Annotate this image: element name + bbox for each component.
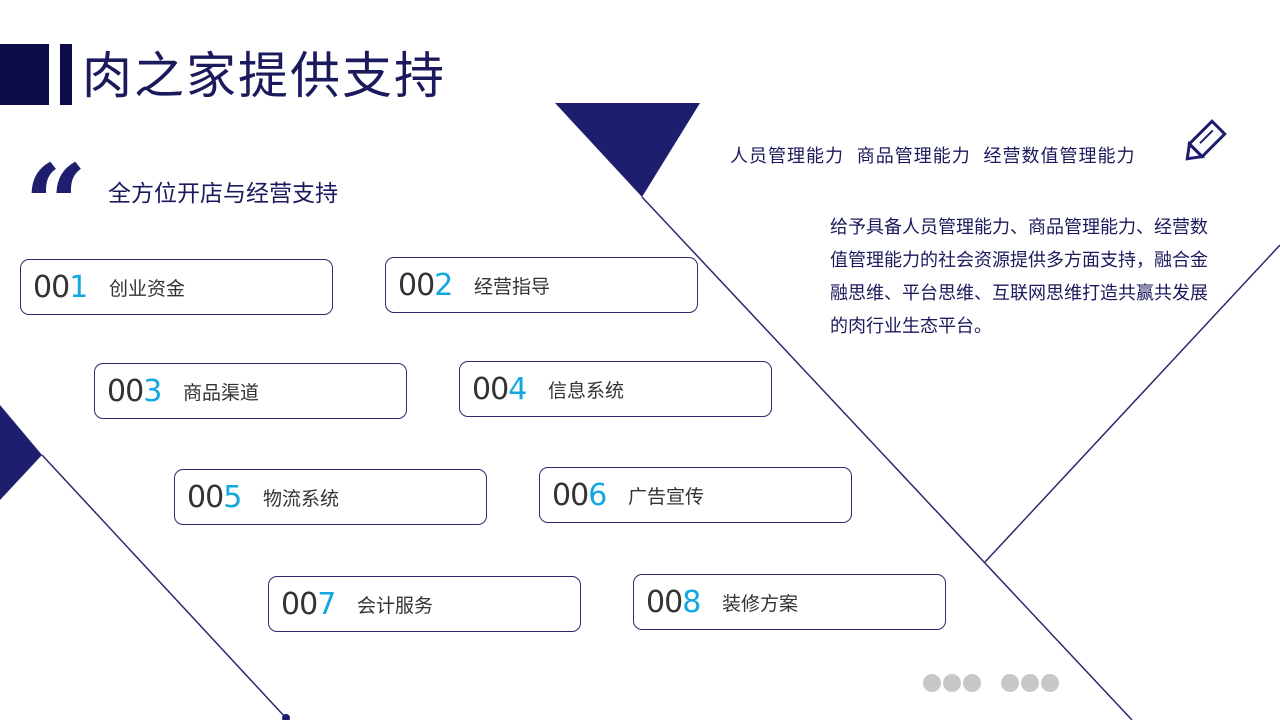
item-number-digit: 3 xyxy=(143,373,162,409)
item-number-digit: 6 xyxy=(588,477,607,513)
support-item-4: 004 信息系统 xyxy=(459,361,772,417)
item-number-prefix: 00 xyxy=(552,477,589,513)
decorative-dot xyxy=(923,674,941,692)
quote-icon: “ xyxy=(24,140,88,269)
capabilities-text: 人员管理能力 商品管理能力 经营数值管理能力 xyxy=(730,146,1136,167)
decorative-dot xyxy=(963,674,981,692)
support-item-6: 006 广告宣传 xyxy=(539,467,852,523)
item-number-digit: 8 xyxy=(682,584,701,620)
diagonal-line xyxy=(41,454,287,719)
item-label: 信息系统 xyxy=(548,379,625,402)
item-number-prefix: 00 xyxy=(646,584,683,620)
item-number-digit: 4 xyxy=(508,371,527,407)
item-number-prefix: 00 xyxy=(187,479,224,515)
item-number-digit: 1 xyxy=(69,269,88,305)
diagonal-line xyxy=(641,196,1133,720)
item-label: 经营指导 xyxy=(474,275,551,298)
item-number-digit: 7 xyxy=(317,586,336,622)
item-number-prefix: 00 xyxy=(281,586,318,622)
item-number-prefix: 00 xyxy=(33,269,70,305)
item-number-prefix: 00 xyxy=(107,373,144,409)
item-label: 装修方案 xyxy=(722,592,799,615)
support-item-2: 002 经营指导 xyxy=(385,257,698,313)
item-label: 广告宣传 xyxy=(628,485,705,508)
pen-icon xyxy=(1185,119,1227,161)
title-bar-stripe xyxy=(60,44,72,105)
left-triangle xyxy=(0,405,42,500)
decorative-dot xyxy=(1041,674,1059,692)
line-end-dot xyxy=(282,714,290,720)
item-number-digit: 5 xyxy=(223,479,242,515)
decorative-dot xyxy=(943,674,961,692)
diagonal-line xyxy=(984,244,1280,563)
item-label: 会计服务 xyxy=(357,594,434,617)
subtitle: 全方位开店与经营支持 xyxy=(108,181,338,207)
item-label: 商品渠道 xyxy=(183,381,260,404)
item-number-prefix: 00 xyxy=(398,267,435,303)
item-number-digit: 2 xyxy=(434,267,453,303)
support-item-1: 001 创业资金 xyxy=(20,259,333,315)
decorative-dot xyxy=(1021,674,1039,692)
decorative-dot xyxy=(1001,674,1019,692)
page-title: 肉之家提供支持 xyxy=(82,47,446,105)
item-number-prefix: 00 xyxy=(472,371,509,407)
title-bar-block xyxy=(0,44,49,105)
description: 给予具备人员管理能力、商品管理能力、经营数值管理能力的社会资源提供多方面支持，融… xyxy=(830,217,1208,337)
support-item-7: 007 会计服务 xyxy=(268,576,581,632)
item-label: 创业资金 xyxy=(109,277,186,300)
support-item-5: 005 物流系统 xyxy=(174,469,487,525)
support-item-3: 003 商品渠道 xyxy=(94,363,407,419)
support-item-8: 008 装修方案 xyxy=(633,574,946,630)
item-label: 物流系统 xyxy=(263,487,340,510)
top-triangle xyxy=(555,103,700,197)
